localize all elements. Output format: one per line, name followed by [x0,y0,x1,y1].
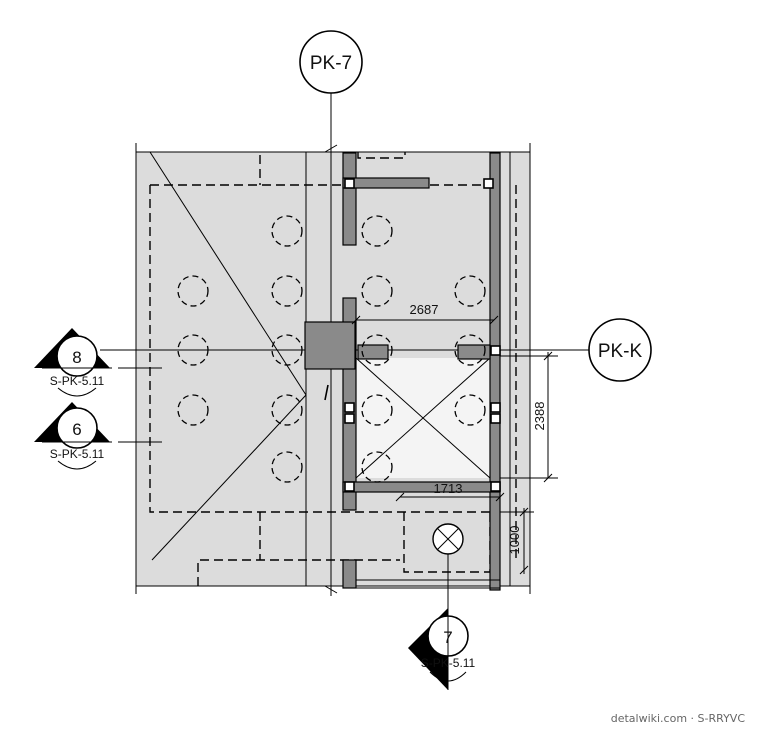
section-ref-6: S-PK-5.11 [50,447,105,461]
section-ref-7: S-PK-5.11 [421,656,476,670]
dim-label-2388: 2388 [532,402,547,431]
walls [304,152,501,591]
hole-circles [177,215,486,483]
dim-label-1000: 1000 [507,526,522,555]
break-mark [324,384,329,401]
dimension-1713: 1713 [395,481,505,502]
drain-symbol [432,523,464,555]
section-marker-7: 7 S-PK-5.11 [408,554,476,690]
grid-label-pkk: PK-K [598,341,643,362]
dimension-2388: 2388 [500,351,558,483]
watermark-text: detalwiki.com · S-RRYVC [611,712,746,725]
section-marker-8: 8 S-PK-5.11 [34,328,162,397]
grid-bubble-pk7: PK-7 [299,30,363,94]
opening-diagonals [149,151,491,561]
section-number-6: 6 [72,420,81,439]
section-marker-6: 6 S-PK-5.11 [34,402,162,470]
section-number-7: 7 [443,628,452,647]
dimension-2687: 2687 [351,302,499,325]
grid-bubble-pkk: PK-K [588,318,652,382]
column-squares [344,178,501,492]
dim-label-1713: 1713 [434,481,463,496]
grid-label-pk7: PK-7 [310,53,352,74]
dimension-1000: 1000 [500,507,534,575]
section-ref-8: S-PK-5.11 [50,374,105,388]
dim-label-2687: 2687 [410,302,439,317]
section-number-8: 8 [72,348,81,367]
